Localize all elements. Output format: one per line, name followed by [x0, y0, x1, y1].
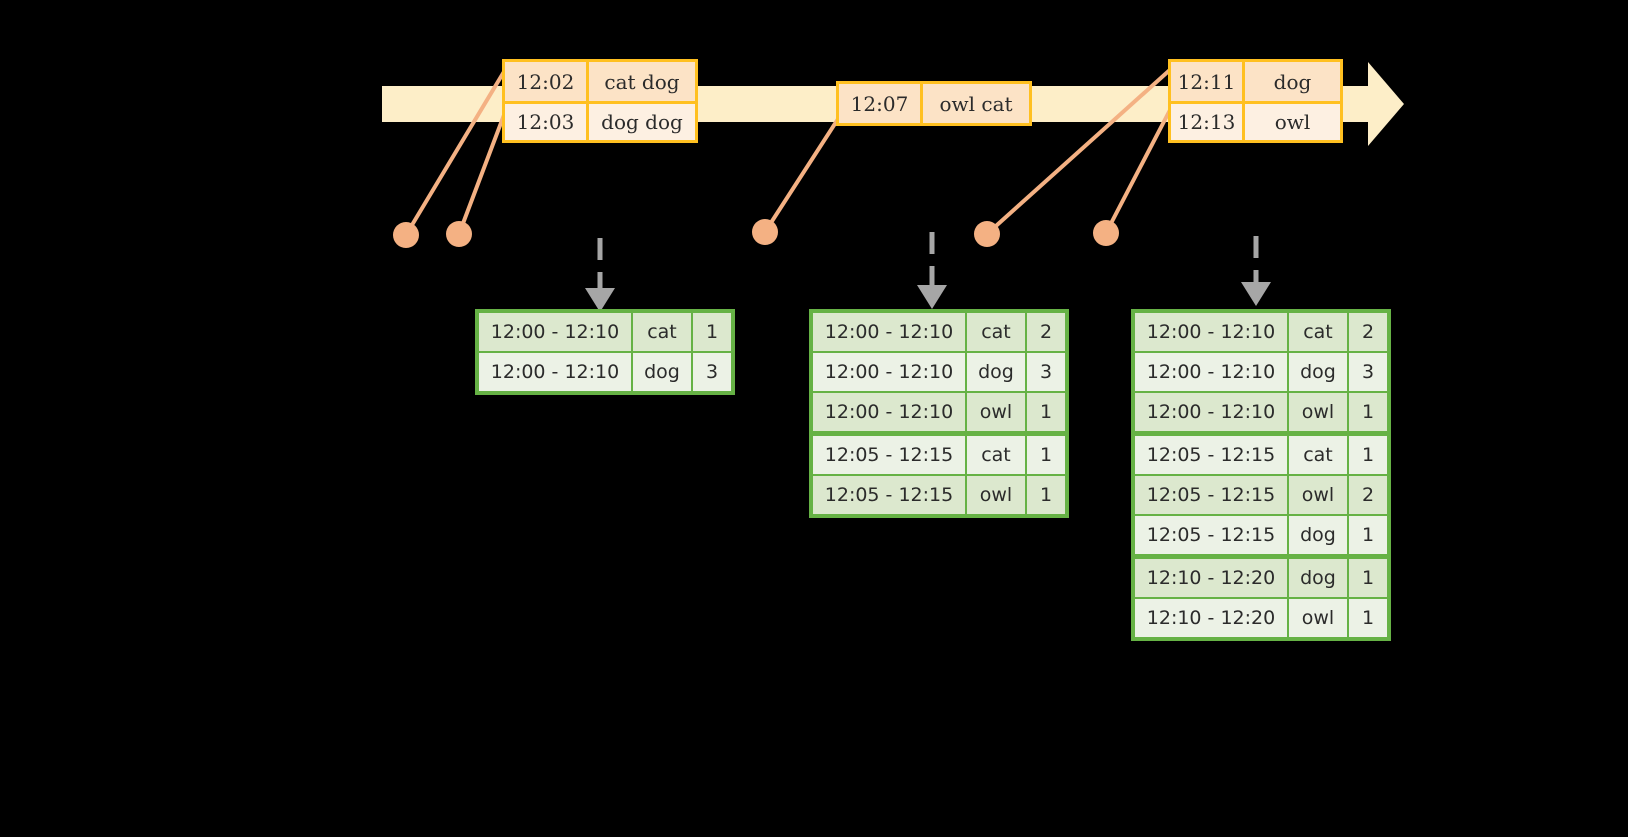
cell-key: dog [1289, 516, 1347, 554]
table-row[interactable]: 12:00 - 12:10 owl 1 [813, 393, 1065, 431]
table-row[interactable]: 12:05 - 12:15 owl 2 [1135, 476, 1387, 514]
cell-window: 12:05 - 12:15 [1135, 476, 1287, 514]
cell-count: 1 [1027, 476, 1065, 514]
cell-key: dog [633, 353, 691, 391]
result-table-1[interactable]: 12:00 - 12:10 cat 1 12:00 - 12:10 dog 3 [475, 309, 735, 395]
event-row[interactable]: 12:13 owl [1171, 101, 1340, 140]
cell-count: 1 [1349, 559, 1387, 597]
cell-key: cat [1289, 436, 1347, 474]
cell-key: cat [633, 313, 691, 351]
cell-count: 1 [1349, 436, 1387, 474]
table-row[interactable]: 12:05 - 12:15 owl 1 [813, 476, 1065, 514]
cell-key: dog [967, 353, 1025, 391]
cell-window: 12:05 - 12:15 [813, 476, 965, 514]
table-row[interactable]: 12:00 - 12:10 dog 3 [1135, 353, 1387, 391]
cell-window: 12:00 - 12:10 [1135, 393, 1287, 431]
result-table-3[interactable]: 12:00 - 12:10 cat 2 12:00 - 12:10 dog 3 … [1131, 309, 1391, 641]
cell-window: 12:00 - 12:10 [813, 393, 965, 431]
cell-key: dog [1289, 559, 1347, 597]
cell-key: cat [967, 313, 1025, 351]
dashed-arrow-heads [585, 282, 1271, 312]
event-group-1[interactable]: 12:02 cat dog 12:03 dog dog [502, 59, 698, 143]
table-row[interactable]: 12:10 - 12:20 owl 1 [1135, 599, 1387, 637]
cell-key: owl [1289, 476, 1347, 514]
cell-count: 1 [1349, 393, 1387, 431]
cell-count: 1 [1027, 393, 1065, 431]
event-value: owl cat [939, 91, 1013, 116]
table-row[interactable]: 12:05 - 12:15 cat 1 [1135, 436, 1387, 474]
cell-count: 3 [1349, 353, 1387, 391]
event-time: 12:03 [505, 104, 589, 140]
cell-count: 3 [1027, 353, 1065, 391]
marker-dots [393, 219, 1119, 248]
cell-count: 2 [1027, 313, 1065, 351]
event-row[interactable]: 12:11 dog [1171, 62, 1340, 101]
cell-key: owl [967, 393, 1025, 431]
table-row[interactable]: 12:00 - 12:10 cat 2 [1135, 313, 1387, 351]
cell-window: 12:05 - 12:15 [1135, 516, 1287, 554]
cell-window: 12:00 - 12:10 [1135, 313, 1287, 351]
table-row[interactable]: 12:00 - 12:10 cat 2 [813, 313, 1065, 351]
cell-key: cat [1289, 313, 1347, 351]
cell-key: owl [1289, 599, 1347, 637]
cell-count: 1 [1349, 599, 1387, 637]
cell-window: 12:00 - 12:10 [1135, 353, 1287, 391]
dashed-arrow-2-head [917, 285, 947, 309]
cell-window: 12:00 - 12:10 [813, 313, 965, 351]
table-row[interactable]: 12:00 - 12:10 cat 1 [479, 313, 731, 351]
table-row[interactable]: 12:10 - 12:20 dog 1 [1135, 559, 1387, 597]
marker-dot-2 [446, 221, 472, 247]
event-value: owl [1274, 110, 1311, 134]
cell-key: dog [1289, 353, 1347, 391]
event-time: 12:11 [1171, 62, 1245, 101]
cell-count: 2 [1349, 476, 1387, 514]
cell-count: 2 [1349, 313, 1387, 351]
cell-key: cat [967, 436, 1025, 474]
connector-line-5 [1104, 108, 1172, 235]
dashed-arrows [597, 232, 1259, 295]
marker-dot-3 [752, 219, 778, 245]
marker-dot-4 [974, 221, 1000, 247]
table-row[interactable]: 12:00 - 12:10 dog 3 [813, 353, 1065, 391]
event-value: dog [1273, 69, 1312, 94]
cell-window: 12:05 - 12:15 [1135, 436, 1287, 474]
cell-count: 1 [693, 313, 731, 351]
connector-line-3 [763, 117, 840, 234]
event-row[interactable]: 12:07 owl cat [839, 84, 1029, 123]
cell-window: 12:00 - 12:10 [479, 313, 631, 351]
cell-window: 12:10 - 12:20 [1135, 559, 1287, 597]
connector-line-2 [457, 113, 506, 236]
event-group-2[interactable]: 12:07 owl cat [836, 81, 1032, 126]
cell-window: 12:00 - 12:10 [479, 353, 631, 391]
cell-key: owl [1289, 393, 1347, 431]
table-row[interactable]: 12:05 - 12:15 cat 1 [813, 436, 1065, 474]
cell-key: owl [967, 476, 1025, 514]
event-time: 12:07 [839, 84, 923, 123]
connector-line-1 [404, 68, 507, 237]
cell-window: 12:10 - 12:20 [1135, 599, 1287, 637]
marker-dot-1 [393, 222, 419, 248]
event-value: dog dog [601, 110, 683, 134]
cell-window: 12:05 - 12:15 [813, 436, 965, 474]
event-row[interactable]: 12:02 cat dog [505, 62, 695, 101]
marker-dot-5 [1093, 220, 1119, 246]
cell-count: 1 [1349, 516, 1387, 554]
event-group-3[interactable]: 12:11 dog 12:13 owl [1168, 59, 1343, 143]
table-row[interactable]: 12:00 - 12:10 owl 1 [1135, 393, 1387, 431]
event-value: cat dog [604, 69, 680, 94]
cell-window: 12:00 - 12:10 [813, 353, 965, 391]
table-row[interactable]: 12:00 - 12:10 dog 3 [479, 353, 731, 391]
event-row[interactable]: 12:03 dog dog [505, 101, 695, 140]
event-time: 12:02 [505, 62, 589, 101]
cell-count: 1 [1027, 436, 1065, 474]
event-time: 12:13 [1171, 104, 1245, 140]
cell-count: 3 [693, 353, 731, 391]
dashed-arrow-3-head [1241, 282, 1271, 306]
table-row[interactable]: 12:05 - 12:15 dog 1 [1135, 516, 1387, 554]
result-table-2[interactable]: 12:00 - 12:10 cat 2 12:00 - 12:10 dog 3 … [809, 309, 1069, 518]
